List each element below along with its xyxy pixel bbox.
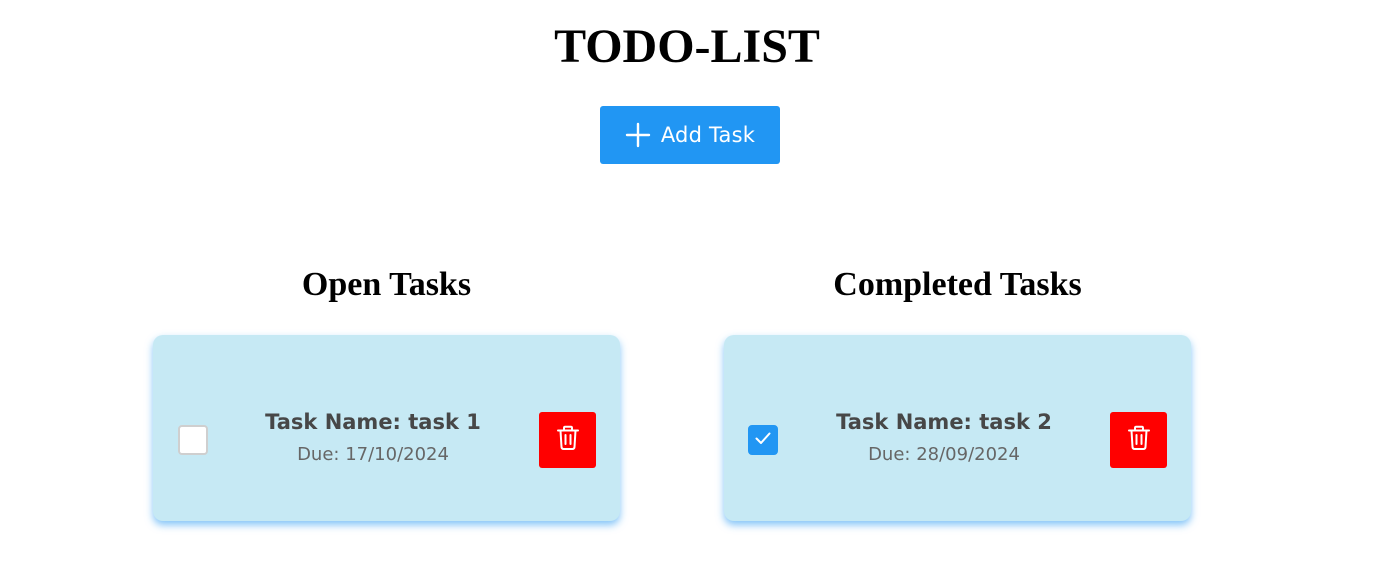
trash-icon: [1127, 425, 1151, 455]
add-task-label: Add Task: [660, 123, 756, 147]
delete-task-button[interactable]: [539, 412, 596, 468]
delete-task-button[interactable]: [1110, 412, 1167, 468]
plus-icon: [625, 122, 651, 148]
checkmark-icon: [753, 428, 773, 452]
task-due-date: Due: 28/09/2024: [868, 444, 1020, 465]
open-tasks-heading: Open Tasks: [301, 266, 472, 303]
completed-tasks-heading: Completed Tasks: [833, 266, 1082, 303]
task-info: Task Name: task 2 Due: 28/09/2024: [794, 407, 1094, 469]
add-task-button[interactable]: Add Task: [600, 106, 780, 164]
task-name: Task Name: task 1: [265, 410, 481, 434]
task-name: Task Name: task 2: [836, 410, 1052, 434]
task-checkbox[interactable]: [748, 425, 778, 455]
task-due-date: Due: 17/10/2024: [297, 444, 449, 465]
page-title: TODO-LIST: [554, 20, 820, 73]
task-card: Task Name: task 1 Due: 17/10/2024: [153, 335, 620, 521]
task-card: Task Name: task 2 Due: 28/09/2024: [724, 335, 1191, 521]
trash-icon: [556, 425, 580, 455]
task-info: Task Name: task 1 Due: 17/10/2024: [223, 407, 523, 469]
task-checkbox[interactable]: [178, 425, 208, 455]
